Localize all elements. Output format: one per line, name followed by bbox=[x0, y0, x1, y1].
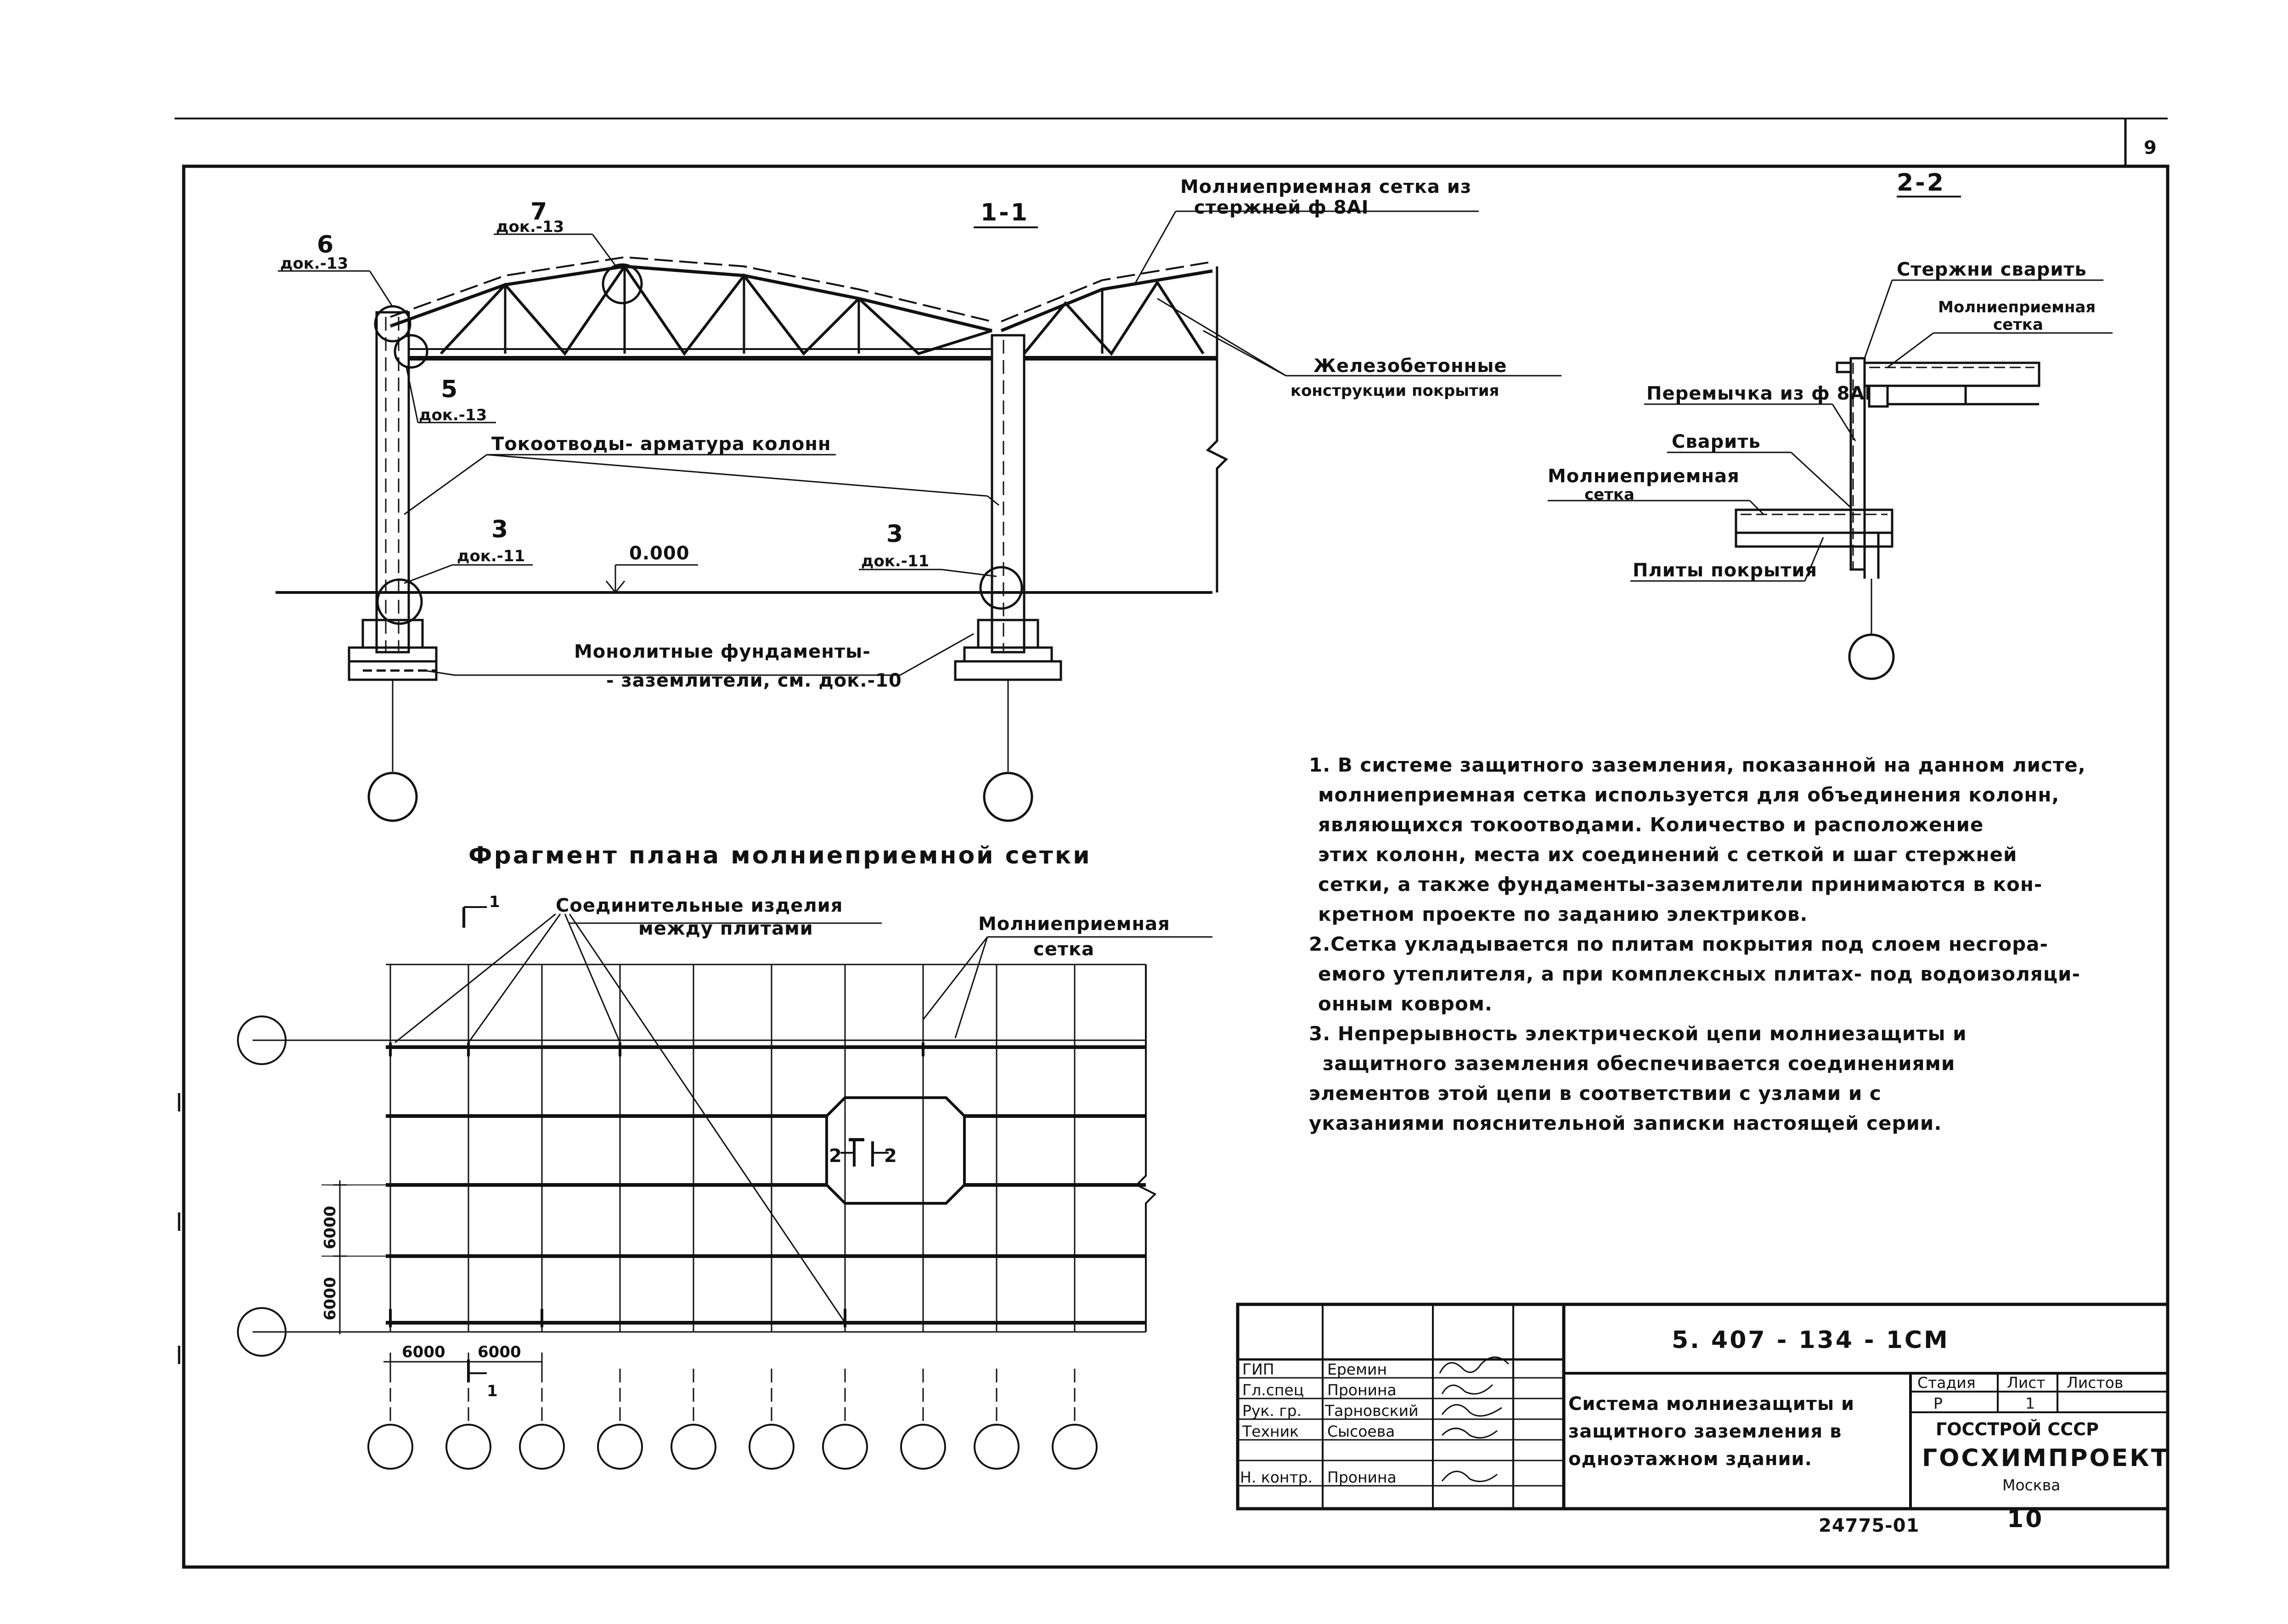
document-code: 5. 407 - 134 - 1СМ bbox=[1672, 1326, 1950, 1354]
axis-circle bbox=[1052, 1424, 1098, 1470]
org-name-1: ГОССТРОЙ СССР bbox=[1936, 1419, 2099, 1439]
notes-block: 1. В системе защитного заземления, показ… bbox=[1309, 754, 2086, 1134]
role-gip: ГИП bbox=[1242, 1360, 1274, 1378]
concrete-label-line2: конструкции покрытия bbox=[1291, 382, 1499, 400]
axis-circle bbox=[822, 1424, 868, 1470]
section-2-2: 2-2 Стержни сварить Молниеприемная сетка… bbox=[1548, 169, 2113, 680]
role-technician: Техник bbox=[1242, 1422, 1299, 1440]
org-name-2: ГОСХИМПРОЕКТ bbox=[1922, 1444, 2169, 1472]
dimension-vertical-1: 6000 bbox=[321, 1206, 339, 1249]
jumper-label: Перемычка из ф 8АI bbox=[1646, 383, 1872, 404]
section-cut-1-top: 1 bbox=[489, 893, 500, 911]
page-number: 10 bbox=[2007, 1506, 2044, 1533]
section-cut-2-left: 2 bbox=[829, 1145, 842, 1167]
note-line: 1. В системе защитного заземления, показ… bbox=[1309, 754, 2086, 776]
ref3a-doc: док.-11 bbox=[457, 547, 525, 565]
note-line: сетки, а также фундаменты-заземлители пр… bbox=[1318, 873, 2042, 896]
sheet-value: 1 bbox=[2025, 1394, 2035, 1412]
mesh-plan: Фрагмент плана молниеприемной сетки Соед… bbox=[237, 842, 1212, 1470]
axis-circle bbox=[900, 1424, 946, 1470]
ref5-number: 5 bbox=[441, 376, 459, 403]
drawing-frame bbox=[182, 164, 2170, 1569]
note-line: элементов этой цепи в соответствии с узл… bbox=[1309, 1082, 1882, 1105]
name-group-head: Тарновский bbox=[1324, 1402, 1419, 1420]
role-chief-specialist: Гл.спец bbox=[1242, 1381, 1304, 1399]
foundation-label-line1: Монолитные фундаменты- bbox=[574, 641, 871, 662]
note-line: 3. Непрерывность электрической цепи молн… bbox=[1309, 1022, 1967, 1045]
axis-circle bbox=[519, 1424, 565, 1470]
note-line: молниеприемная сетка используется для об… bbox=[1318, 784, 2059, 806]
slabs-label: Плиты покрытия bbox=[1633, 560, 1817, 581]
doc-title-line2: защитного заземления в bbox=[1568, 1421, 1842, 1442]
mesh-label-line2: стержней ф 8АI bbox=[1194, 197, 1369, 218]
role-group-head: Рук. гр. bbox=[1242, 1402, 1302, 1420]
ref7-doc: док.-13 bbox=[496, 218, 564, 236]
corner-sheet-number: 9 bbox=[2144, 137, 2157, 158]
title-block: 5. 407 - 134 - 1СМ ГИП Гл.спец Рук. гр. … bbox=[1236, 1303, 2170, 1511]
name-gip: Еремин bbox=[1327, 1360, 1387, 1378]
axis-circle bbox=[445, 1424, 491, 1470]
note-line: онным ковром. bbox=[1318, 992, 1493, 1015]
archive-number: 24775-01 bbox=[1819, 1515, 1919, 1536]
weld-bars-label: Стержни сварить bbox=[1897, 259, 2087, 280]
note-line: защитного заземления обеспечивается соед… bbox=[1323, 1052, 1955, 1075]
note-line: 2.Сетка укладывается по плитам покрытия … bbox=[1309, 933, 2048, 955]
note-line: этих колонн, места их соединений с сетко… bbox=[1318, 843, 2017, 866]
axis-circle bbox=[749, 1424, 795, 1470]
org-city: Москва bbox=[2002, 1476, 2060, 1494]
doc-title-line1: Система молниезащиты и bbox=[1568, 1393, 1854, 1415]
mesh-lower-label-line2: сетка bbox=[1584, 485, 1634, 504]
concrete-label-line1: Железобетонные bbox=[1313, 355, 1507, 377]
axis-circle bbox=[367, 1424, 413, 1470]
sheets-header: Листов bbox=[2067, 1374, 2123, 1392]
section-cut-1-bottom: 1 bbox=[487, 1382, 498, 1400]
foundation-label-line2: - заземлители, см. док.-10 bbox=[606, 670, 902, 691]
section-1-1-title: 1-1 bbox=[981, 199, 1029, 226]
axis-circle bbox=[671, 1424, 716, 1470]
ref3a-number: 3 bbox=[491, 516, 510, 543]
weld-label: Сварить bbox=[1672, 431, 1761, 452]
mesh-top-label-line2: сетка bbox=[1993, 316, 2043, 334]
section-2-2-title: 2-2 bbox=[1897, 169, 1945, 197]
mesh-top-label-line1: Молниеприемная bbox=[1938, 298, 2096, 316]
stage-header: Стадия bbox=[1917, 1374, 1976, 1392]
doc-title-line3: одноэтажном здании. bbox=[1568, 1449, 1812, 1470]
sheet-header: Лист bbox=[2007, 1374, 2046, 1392]
ref7-number: 7 bbox=[530, 198, 549, 226]
mesh-lower-label-line1: Молниеприемная bbox=[1548, 466, 1740, 487]
name-norm-control: Пронина bbox=[1327, 1468, 1397, 1486]
axis-circle bbox=[597, 1424, 643, 1470]
note-line: емого утеплителя, а при комплексных плит… bbox=[1318, 963, 2080, 985]
stage-value: Р bbox=[1933, 1394, 1943, 1412]
plan-title: Фрагмент плана молниеприемной сетки bbox=[468, 842, 1092, 869]
name-chief-specialist: Пронина bbox=[1327, 1381, 1397, 1399]
ref5-doc: док.-13 bbox=[419, 406, 487, 424]
name-technician: Сысоева bbox=[1327, 1422, 1395, 1440]
ref6-doc: док.-13 bbox=[280, 254, 348, 273]
plan-mesh-label-line2: сетка bbox=[1033, 939, 1094, 960]
mesh-label-line1: Молниеприемная сетка из bbox=[1180, 176, 1471, 197]
ref3b-number: 3 bbox=[886, 520, 905, 548]
section-cut-2-right: 2 bbox=[884, 1145, 897, 1167]
ref6-number: 6 bbox=[317, 231, 335, 259]
level-mark: 0.000 bbox=[629, 543, 690, 564]
downconductor-label: Токоотводы- арматура колонн bbox=[491, 434, 831, 455]
note-line: кретном проекте по заданию электриков. bbox=[1318, 903, 1808, 925]
axis-circle bbox=[974, 1424, 1020, 1470]
note-line: указаниями пояснительной записки настоящ… bbox=[1309, 1112, 1942, 1134]
dimension-horizontal-1: 6000 bbox=[402, 1343, 445, 1361]
dimension-horizontal-2: 6000 bbox=[478, 1343, 521, 1361]
connectors-label-line1: Соединительные изделия bbox=[556, 895, 843, 916]
connectors-label-line2: между плитами bbox=[638, 918, 813, 939]
role-norm-control: Н. контр. bbox=[1240, 1468, 1313, 1486]
dimension-vertical-2: 6000 bbox=[321, 1277, 339, 1320]
section-1-1: 1-1 Молниеприемная сетка из стержней ф 8… bbox=[276, 176, 1561, 822]
plan-mesh-label-line1: Молниеприемная bbox=[978, 914, 1170, 935]
ref3b-doc: док.-11 bbox=[861, 552, 929, 570]
note-line: являющихся токоотводами. Количество и ра… bbox=[1318, 813, 1984, 836]
